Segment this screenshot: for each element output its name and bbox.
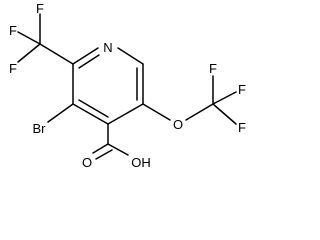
bond-cf3-f3 bbox=[17, 43, 41, 63]
atom-f-right-lower: F bbox=[238, 120, 246, 135]
atom-labels: N F F F Br O F F F O OH bbox=[9, 1, 246, 170]
atom-oh: OH bbox=[131, 155, 151, 170]
atom-f-left-lower: F bbox=[9, 61, 17, 76]
bond-carboxyl-o-double-b bbox=[95, 149, 113, 160]
bond-o-cf3 bbox=[185, 103, 214, 121]
atom-f-left: F bbox=[9, 23, 17, 38]
structure-canvas: N F F F Br O F F F O OH bbox=[9, 1, 246, 170]
bond-c2-n bbox=[72, 47, 99, 65]
bond-c4-c3-inner bbox=[78, 99, 109, 118]
bond-ocf3-f3 bbox=[212, 103, 237, 125]
bond-c5-c4 bbox=[107, 103, 144, 125]
bond-c5-o bbox=[142, 103, 171, 121]
atom-f-right-top: F bbox=[209, 61, 217, 76]
bond-carboxyl-oh bbox=[107, 143, 129, 156]
bond-cf3-f2 bbox=[17, 31, 41, 45]
bond-c3-br bbox=[47, 103, 74, 123]
bond-c2-n-inner bbox=[78, 54, 100, 69]
bond-ocf3-f2 bbox=[212, 91, 237, 105]
bond-n-c6 bbox=[117, 47, 144, 65]
molecule-diagram: N F F F Br O F F F O OH bbox=[9, 1, 246, 170]
atom-f-right: F bbox=[238, 82, 246, 97]
bonds bbox=[17, 13, 237, 160]
atom-o-ether: O bbox=[173, 117, 183, 132]
atom-n: N bbox=[103, 40, 112, 55]
atom-br: Br bbox=[33, 121, 47, 136]
bond-carboxyl-o-double-a bbox=[92, 143, 109, 154]
atom-o-carbonyl: O bbox=[82, 155, 92, 170]
bond-c2-cf3 bbox=[39, 43, 74, 65]
bond-c4-c3 bbox=[72, 103, 109, 125]
atom-f-top: F bbox=[36, 1, 44, 16]
